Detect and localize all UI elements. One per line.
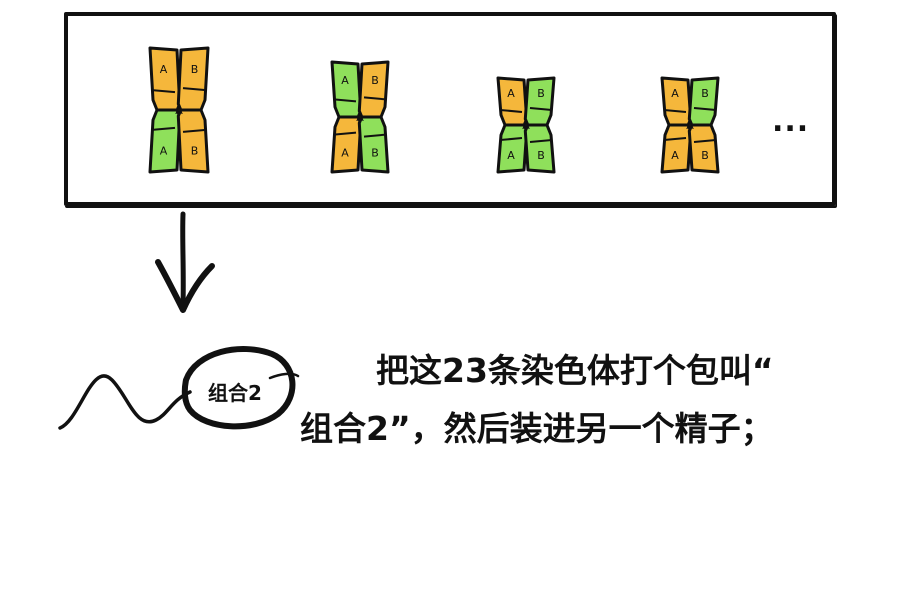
- band-line: [151, 126, 176, 131]
- chromatid-segment: [687, 76, 720, 127]
- gene-label: B: [701, 87, 709, 100]
- gene-label: A: [341, 74, 349, 87]
- chromatid-segment: [660, 76, 693, 127]
- chromatid-segment: [148, 46, 182, 112]
- band-line: [333, 131, 357, 136]
- band-line: [529, 139, 553, 144]
- down-arrow-icon: [155, 211, 215, 313]
- chromosome-panel: [64, 12, 836, 206]
- chromosome-1: A B A B A: [148, 46, 210, 174]
- centromere-label: A: [356, 111, 364, 124]
- band-line: [182, 128, 207, 133]
- chromatid-segment: [148, 108, 182, 174]
- band-line: [499, 108, 523, 113]
- band-line: [663, 108, 687, 113]
- more-chromosomes-ellipsis: ...: [772, 104, 810, 139]
- chromosome-group: A B A B A A B A B A A B A B A A B A B A: [148, 46, 720, 174]
- band-line: [529, 106, 553, 111]
- gene-label: A: [160, 145, 168, 158]
- chromatid-segment: [176, 46, 210, 112]
- chromatid-segment: [523, 76, 556, 127]
- gene-label: B: [191, 145, 199, 158]
- chromosome-2: A B A B A: [330, 60, 390, 174]
- caption-line-1: 把这23条染色体打个包叫“: [376, 351, 774, 390]
- chromatid-segment: [660, 123, 693, 174]
- chromatid-segment: [176, 108, 210, 174]
- chromatid-segment: [496, 123, 529, 174]
- gene-label: B: [371, 74, 379, 87]
- gene-label: A: [671, 149, 679, 162]
- band-line: [499, 137, 523, 142]
- centromere-label: A: [686, 119, 694, 132]
- gene-label: A: [341, 147, 349, 160]
- chromatid-segment: [357, 60, 390, 119]
- gene-label: A: [507, 87, 515, 100]
- chromosome-3: A B A B A: [496, 76, 556, 174]
- sperm-icon: [58, 346, 300, 430]
- chromatid-segment: [357, 115, 390, 174]
- chromatid-segment: [687, 123, 720, 174]
- gene-label: A: [507, 149, 515, 162]
- band-line: [663, 137, 687, 142]
- gene-label: B: [191, 63, 199, 76]
- band-line: [182, 87, 207, 92]
- caption-line-2: 组合2”，然后装进另一个精子；: [300, 409, 774, 448]
- sperm-label: 组合2: [208, 381, 262, 405]
- band-line: [333, 98, 357, 103]
- chromatid-segment: [523, 123, 556, 174]
- chromosome-4: A B A B A: [660, 76, 720, 174]
- band-line: [363, 96, 387, 101]
- gene-label: B: [537, 87, 545, 100]
- gene-label: A: [160, 63, 168, 76]
- band-line: [693, 139, 717, 144]
- band-line: [151, 89, 176, 94]
- gene-label: B: [371, 147, 379, 160]
- chromatid-segment: [496, 76, 529, 127]
- band-line: [363, 133, 387, 138]
- chromatid-segment: [330, 60, 363, 119]
- gene-label: B: [701, 149, 709, 162]
- caption-text: 把这23条染色体打个包叫“ 组合2”，然后装进另一个精子；: [300, 342, 840, 458]
- gene-label: A: [671, 87, 679, 100]
- band-line: [693, 106, 717, 111]
- centromere-label: A: [175, 104, 183, 117]
- centromere-label: A: [522, 119, 530, 132]
- chromatid-segment: [330, 115, 363, 174]
- gene-label: B: [537, 149, 545, 162]
